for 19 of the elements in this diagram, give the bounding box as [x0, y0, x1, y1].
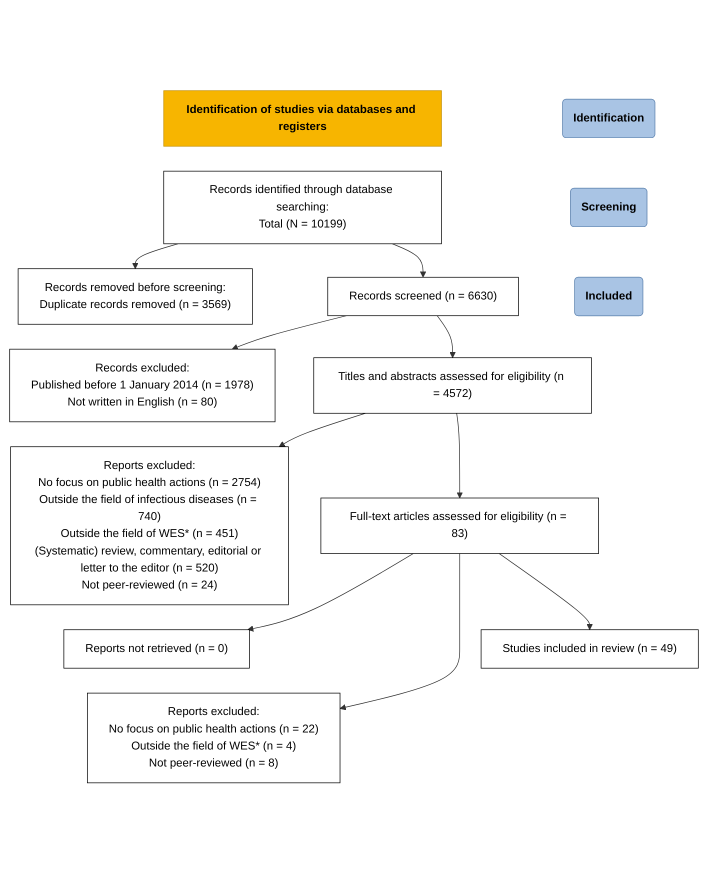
node-box: Records screened (n = 6630)	[327, 277, 519, 316]
node-box: Records identified through database searching: Total (N = 10199)	[163, 171, 442, 244]
arrow	[498, 553, 593, 630]
arrow	[340, 553, 460, 711]
arrow	[392, 244, 426, 278]
node-box: Reports excluded: No focus on public health actions (n = 2754) Outside the field of infectious diseases (n = 740) Outside the field of WES* (n = 451) (Systematic) review, commentary, editorial or letter to the editor (n = 520) Not peer-reviewed (n = 24)	[10, 446, 289, 606]
arrow	[232, 316, 347, 350]
node-box: Reports not retrieved (n = 0)	[64, 630, 250, 669]
node-box: Reports excluded: No focus on public health actions (n = 22) Outside the field of WES* (n = 4) Not peer-reviewed (n = 8)	[87, 693, 340, 784]
node-box: Records excluded: Published before 1 January 2014 (n = 1978) Not written in English (n = 80)	[9, 349, 276, 422]
arrow	[456, 413, 463, 499]
arrow	[436, 316, 456, 358]
node-box: Titles and abstracts assessed for eligibility (n = 4572)	[313, 358, 592, 414]
arrow	[278, 413, 366, 448]
node-box: Identification of studies via databases and registers	[163, 90, 442, 147]
node-box: Studies included in review (n = 49)	[480, 630, 699, 669]
arrow	[247, 553, 414, 632]
node-box: Records removed before screening: Duplicate records removed (n = 3569)	[18, 268, 253, 325]
node-box: Full-text articles assessed for eligibility (n = 83)	[320, 498, 599, 554]
